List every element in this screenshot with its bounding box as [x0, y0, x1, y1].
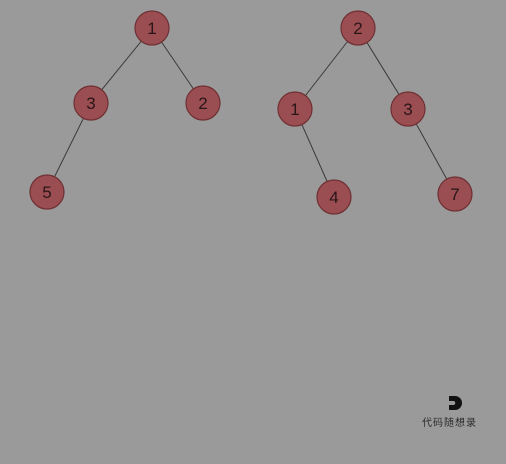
node-circle — [316, 179, 352, 215]
node-label: 1 — [147, 19, 156, 38]
tree-node-r2: 2 — [340, 10, 376, 46]
node-label: 3 — [403, 100, 412, 119]
tree-node-l3: 3 — [73, 85, 109, 121]
tree-node-r4: 4 — [316, 179, 352, 215]
watermark: 代码随想录 — [422, 394, 488, 430]
node-circle — [73, 85, 109, 121]
tree-node-l1: 1 — [134, 10, 170, 46]
node-circle — [29, 174, 65, 210]
node-circle — [340, 10, 376, 46]
node-label: 2 — [198, 94, 207, 113]
node-label: 4 — [329, 188, 338, 207]
node-circle — [437, 176, 473, 212]
node-label: 5 — [42, 183, 51, 202]
tree-node-l2: 2 — [185, 85, 221, 121]
node-circle — [390, 91, 426, 127]
node-label: 3 — [86, 94, 95, 113]
tree-node-r7: 7 — [437, 176, 473, 212]
nodes-layer: 1 3 2 5 2 1 3 4 7 — [29, 10, 473, 215]
tree-node-r1: 1 — [277, 91, 313, 127]
node-label: 1 — [290, 100, 299, 119]
watermark-text: 代码随想录 — [422, 418, 477, 429]
node-circle — [185, 85, 221, 121]
tree-node-r3: 3 — [390, 91, 426, 127]
node-circle — [134, 10, 170, 46]
node-label: 7 — [450, 185, 459, 204]
node-circle — [277, 91, 313, 127]
watermark-logo-icon — [449, 396, 462, 410]
node-label: 2 — [353, 19, 362, 38]
tree-node-l5: 5 — [29, 174, 65, 210]
